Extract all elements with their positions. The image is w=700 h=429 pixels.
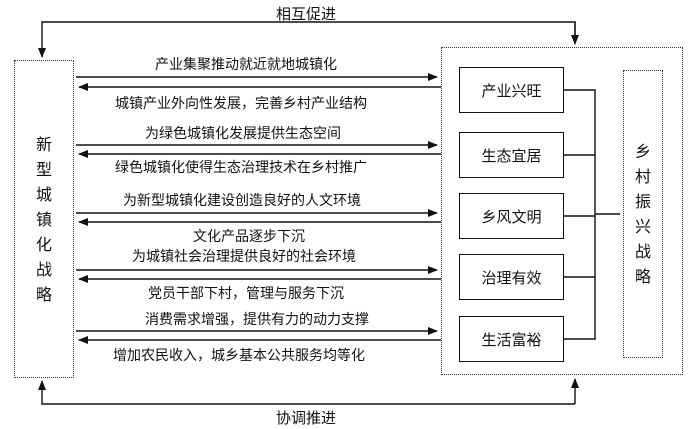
flow-text-3-right: 为新型城镇化建设创造良好的人文环境 xyxy=(123,193,361,209)
flow-text-1-right: 产业集聚推动就近就地城镇化 xyxy=(155,57,337,73)
goal-box-industry: 产业兴旺 xyxy=(459,67,564,113)
bottom-loop-label: 协调推进 xyxy=(276,409,337,427)
flow-text-1-left: 城镇产业外向性发展，完善乡村产业结构 xyxy=(115,96,367,112)
bottom-loop-arrow-left xyxy=(38,380,575,405)
flow-text-5-left: 增加农民收入，城乡基本公共服务均等化 xyxy=(113,348,365,364)
goal-label: 生态宜居 xyxy=(481,146,542,165)
goal-label: 产业兴旺 xyxy=(481,81,542,100)
flow-text-4-right: 为城镇社会治理提供良好的社会环境 xyxy=(132,249,356,265)
new-urbanization-strategy-label: 新型城镇化战略 xyxy=(35,134,52,304)
goal-box-civility: 乡风文明 xyxy=(459,193,564,239)
goal-label: 生活富裕 xyxy=(481,330,542,349)
goal-label: 治理有效 xyxy=(481,268,542,287)
goal-box-ecology: 生态宜居 xyxy=(459,132,564,178)
goal-box-prosperity: 生活富裕 xyxy=(459,316,564,362)
goals-bracket xyxy=(564,89,620,340)
rural-revitalization-frame xyxy=(441,47,683,375)
new-urbanization-strategy-box: 新型城镇化战略 xyxy=(14,60,74,378)
rural-revitalization-strategy-label: 乡村振兴战略 xyxy=(634,142,651,286)
top-loop-label: 相互促进 xyxy=(276,5,337,23)
flow-text-3-left: 文化产品逐步下沉 xyxy=(193,229,305,245)
flow-text-4-left: 党员干部下村，管理与服务下沉 xyxy=(148,286,344,302)
flow-text-2-right: 为绿色城镇化发展提供生态空间 xyxy=(145,126,341,142)
goal-label: 乡风文明 xyxy=(481,207,542,226)
goal-box-governance: 治理有效 xyxy=(459,254,564,300)
flow-text-5-right: 消费需求增强，提供有力的动力支撑 xyxy=(145,312,369,328)
flow-text-2-left: 绿色城镇化使得生态治理技术在乡村推广 xyxy=(115,160,367,176)
rural-revitalization-strategy-box: 乡村振兴战略 xyxy=(623,70,663,358)
